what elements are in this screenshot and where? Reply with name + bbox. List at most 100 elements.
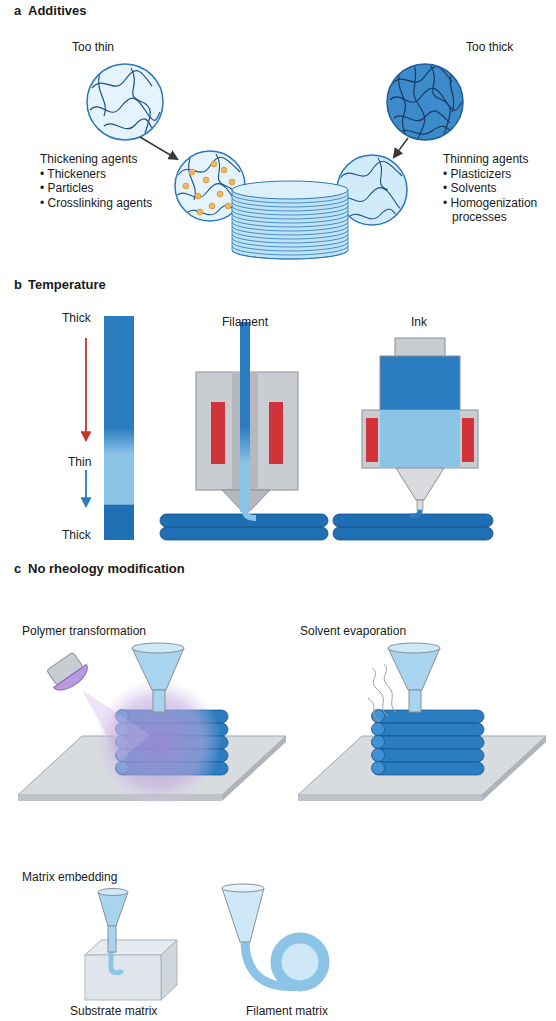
printed-disc-stack-part <box>232 181 348 199</box>
print-nozzle-part <box>388 648 440 690</box>
too-thick-circle <box>387 64 463 140</box>
thickened-circle-part-part <box>183 183 189 189</box>
cooling-arrow <box>85 470 87 506</box>
printed-disc-stack <box>232 181 348 259</box>
list-item: • Thickeners <box>40 167 106 181</box>
thickened-circle-part-part <box>209 203 215 209</box>
build-platform-part <box>482 736 546 801</box>
too-thin-circle-part-part <box>99 72 106 116</box>
thickened-circle-part-part <box>229 179 235 185</box>
printed-rods-ink-part <box>333 527 493 540</box>
printed-rods-filament <box>160 514 328 540</box>
print-nozzle-part <box>98 892 128 926</box>
filament-extruder-part <box>245 510 256 518</box>
filament-matrix-part <box>222 888 264 942</box>
print-nozzle <box>98 889 128 953</box>
print-nozzle-part <box>153 690 165 712</box>
print-nozzle <box>388 643 440 712</box>
ink-syringe-part <box>362 410 478 468</box>
printed-rod-stack-part <box>372 749 484 762</box>
flow-arrow <box>394 138 408 157</box>
too-thick-circle-part-part <box>431 66 450 134</box>
printed-disc-stack-part-part <box>232 250 348 259</box>
thickened-circle-part-part <box>195 193 201 199</box>
too-thin-circle-part-part <box>92 71 152 88</box>
evaporation-lines-part <box>384 664 396 712</box>
panel-letter: c <box>14 561 21 576</box>
filament-extruder-part <box>269 402 283 464</box>
uv-lamp-part-part <box>54 665 93 696</box>
too-thick-circle-part <box>390 64 462 140</box>
ink-syringe-part <box>410 510 420 516</box>
substrate-matrix-cube-part <box>111 950 122 973</box>
thickened-circle-part-part <box>221 167 227 173</box>
printed-disc-stack-part-part <box>232 190 233 250</box>
method-label: Ink <box>411 315 427 329</box>
printed-rods-filament-part <box>160 527 328 540</box>
heating-arrow <box>85 338 87 440</box>
print-nozzle-part <box>108 926 116 952</box>
list-item: • Particles <box>40 181 94 195</box>
state-label: Too thin <box>72 40 114 54</box>
too-thin-circle-part-part <box>131 68 150 136</box>
filament-matrix <box>222 884 324 987</box>
printed-rod-stack-part-part <box>372 749 385 762</box>
printed-rod-stack-part <box>372 710 484 723</box>
panel-title: Additives <box>28 3 87 18</box>
ink-syringe-part <box>380 410 460 468</box>
thickened-circle-part-part <box>225 203 231 209</box>
filament-extruder-part <box>240 322 250 512</box>
viscosity-label: Thick <box>62 528 91 542</box>
ink-syringe <box>362 338 478 516</box>
panel-letter: b <box>14 277 22 292</box>
thickened-circle-part-part <box>197 209 203 215</box>
viscosity-label: Thin <box>68 455 91 469</box>
filament-extruder <box>196 322 298 518</box>
panel-title: Temperature <box>28 277 106 292</box>
uv-lamp-part <box>82 690 150 760</box>
method-label: Filament matrix <box>246 1004 328 1018</box>
method-label: Solvent evaporation <box>300 624 406 638</box>
thickened-circle-part-part <box>189 169 195 175</box>
state-label: Too thick <box>466 40 513 54</box>
printed-rod-stack-part <box>372 710 385 775</box>
thinned-circle-part-part <box>350 209 400 222</box>
thickened-circle-part-part <box>203 177 209 183</box>
thinned-circle-part-part <box>340 161 402 178</box>
ink-syringe-part <box>396 468 444 500</box>
list-item: • Solvents <box>443 181 497 195</box>
temperature-bar <box>104 316 134 540</box>
thinned-circle-part-part <box>378 158 388 190</box>
method-label: Substrate matrix <box>70 1004 157 1018</box>
flow-arrow <box>140 137 177 159</box>
method-label: Filament <box>222 315 268 329</box>
too-thin-circle <box>87 64 163 140</box>
thickened-circle-part-part <box>178 157 240 175</box>
printed-rod-stack-part <box>372 762 484 775</box>
panel-letter: a <box>14 3 21 18</box>
substrate-matrix-cube-part <box>161 940 177 1000</box>
thickened-circle-part-part <box>217 191 223 197</box>
too-thick-circle-part-part <box>450 72 453 112</box>
list-item: • Homogenization processes <box>443 196 551 224</box>
too-thin-circle-part <box>90 68 160 136</box>
ink-syringe-part <box>380 356 460 412</box>
printed-rod-stack-part-part <box>372 736 385 749</box>
printed-rod-stack <box>372 710 485 776</box>
print-nozzle-part <box>409 690 421 712</box>
printed-rod-stack-part <box>372 723 484 736</box>
method-label: Polymer transformation <box>22 624 146 638</box>
filament-matrix-part <box>222 884 264 892</box>
list-heading: Thickening agents <box>40 152 137 166</box>
print-nozzle <box>132 643 184 712</box>
print-nozzle-part <box>98 889 128 896</box>
list-item: • Plasticizers <box>443 167 511 181</box>
panel-title: No rheology modification <box>28 561 185 576</box>
filament-extruder-part <box>211 402 225 464</box>
uv-lamp <box>43 650 150 760</box>
evaporation-lines <box>368 664 396 722</box>
build-platform-part <box>298 795 482 801</box>
thickened-circle-part-part <box>189 158 196 200</box>
viscosity-label: Thick <box>62 311 91 325</box>
